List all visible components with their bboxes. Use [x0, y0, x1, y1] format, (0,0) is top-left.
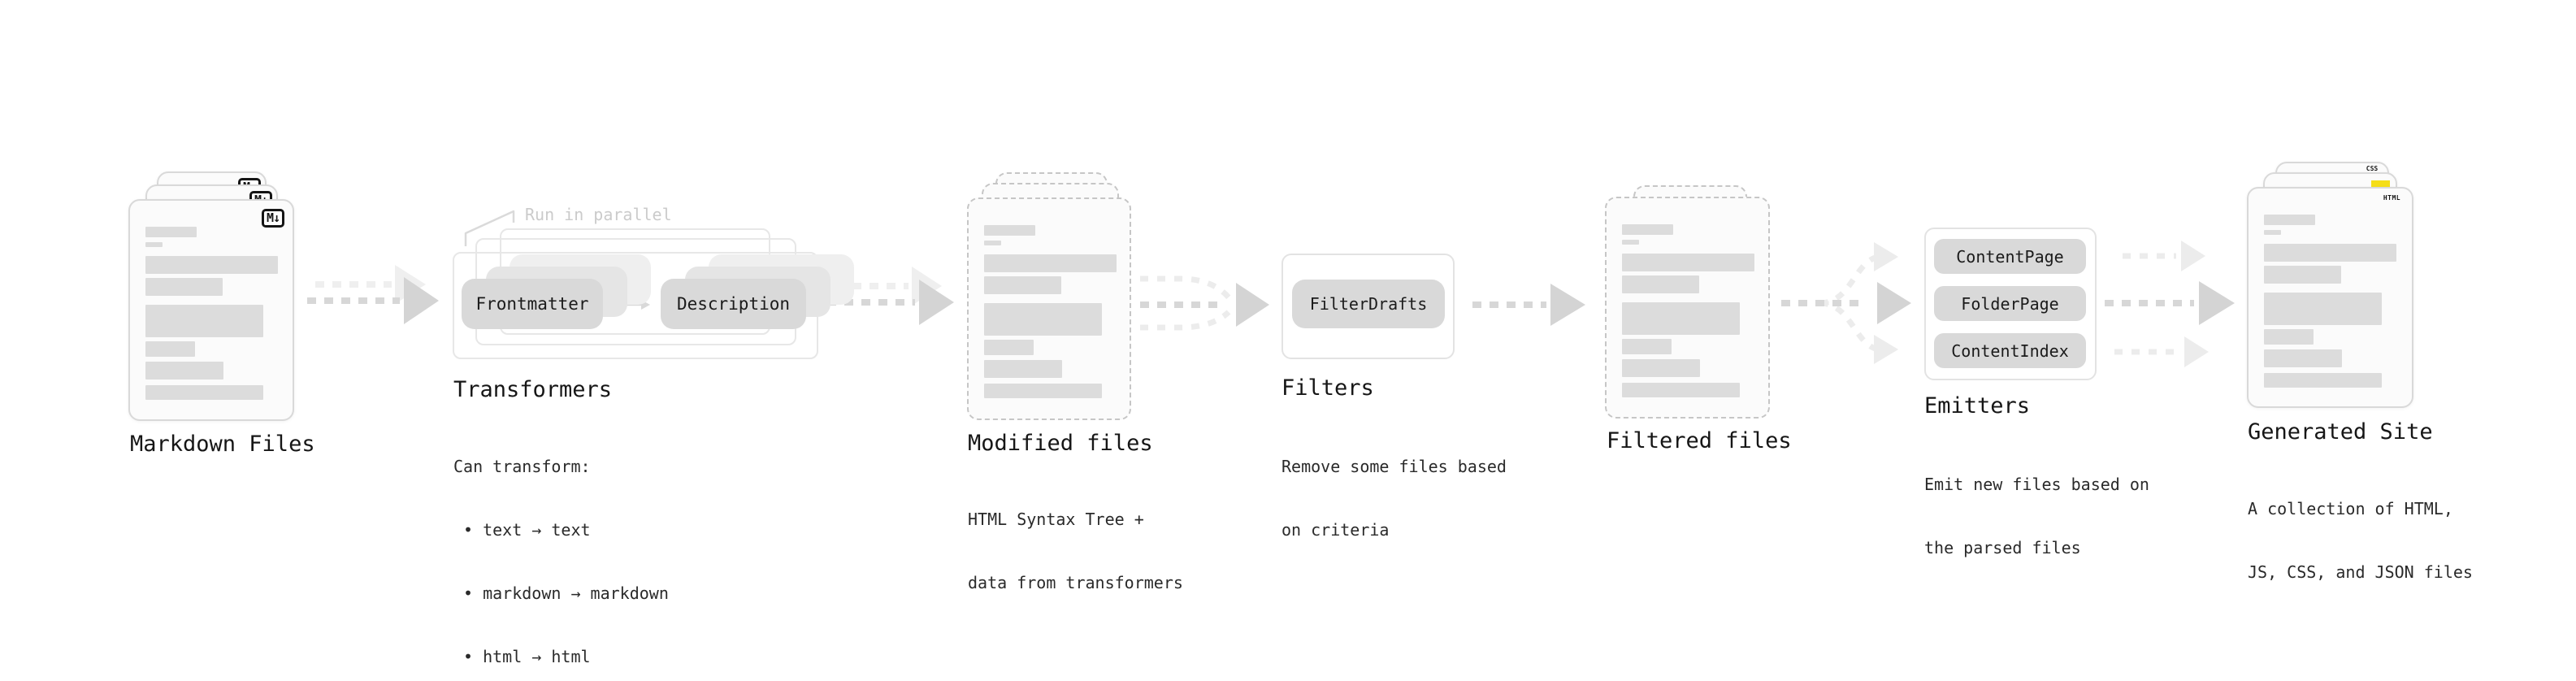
markdown-icon: M↓ [261, 209, 284, 228]
filtered-files-stack [1605, 185, 1770, 419]
filtered-files-label: Filtered files [1607, 428, 1792, 453]
modified-files-stack [967, 172, 1131, 420]
filters-desc-line: Remove some files based [1281, 457, 1507, 476]
html5-icon-label: HTML [2383, 194, 2401, 202]
folderpage-pill: FolderPage [1934, 286, 2086, 321]
arrow-emitters-to-generated [2105, 241, 2235, 367]
description-pill: Description [661, 279, 806, 329]
generated-html-card: HTML 5 [2247, 187, 2413, 408]
transformers-desc-title: Can transform: [453, 457, 591, 476]
filters-desc-line: on criteria [1281, 520, 1390, 540]
generated-site-stack: CSS HTML 5 [2247, 162, 2413, 409]
contentpage-pill: ContentPage [1934, 239, 2086, 274]
filtered-file-card-front [1605, 197, 1770, 419]
filters-description: Remove some files based on criteria [1281, 414, 1507, 583]
frontmatter-pill: Frontmatter [462, 279, 603, 329]
arrow-filters-to-filtered [1472, 284, 1585, 326]
generated-site-label: Generated Site [2248, 419, 2433, 445]
modified-files-desc-line: data from transformers [968, 573, 1183, 592]
generated-site-desc-line: JS, CSS, and JSON files [2248, 562, 2473, 582]
arrow-filtered-to-emitters [1781, 242, 1911, 364]
filterdrafts-pill: FilterDrafts [1292, 280, 1445, 328]
transformers-label: Transformers [453, 377, 613, 402]
modified-file-card-front [967, 197, 1131, 420]
generated-site-description: A collection of HTML, JS, CSS, and JSON … [2248, 456, 2473, 625]
contentindex-pill: ContentIndex [1934, 333, 2086, 368]
emitters-description: Emit new files based on the parsed files [1924, 432, 2149, 601]
transformers-bullet: • markdown → markdown [463, 583, 669, 603]
markdown-file-card-front: M↓ [128, 199, 294, 421]
transformers-bullet: • html → html [463, 647, 591, 666]
modified-files-description: HTML Syntax Tree + data from transformer… [968, 466, 1183, 635]
transformers-bullet: • text → text [463, 520, 591, 540]
emitters-label: Emitters [1924, 393, 2031, 419]
emitters-desc-line: the parsed files [1924, 538, 2081, 557]
html5-icon: HTML 5 [2383, 194, 2401, 218]
markdown-files-label: Markdown Files [130, 432, 315, 457]
css-icon-label: CSS [2366, 165, 2379, 172]
generated-site-desc-line: A collection of HTML, [2248, 499, 2453, 518]
arrow-markdown-to-transformers [307, 265, 439, 324]
arrow-modified-to-filters [1140, 275, 1269, 331]
modified-files-label: Modified files [968, 431, 1153, 456]
run-in-parallel-annotation: Run in parallel [525, 205, 672, 224]
modified-files-desc-line: HTML Syntax Tree + [968, 510, 1144, 529]
emitters-desc-line: Emit new files based on [1924, 475, 2149, 494]
transformers-description: Can transform: • text → text • markdown … [453, 414, 669, 681]
js-icon [2371, 180, 2390, 189]
markdown-files-stack: M↓ M↓ M↓ [128, 171, 294, 421]
filters-label: Filters [1281, 375, 1374, 401]
